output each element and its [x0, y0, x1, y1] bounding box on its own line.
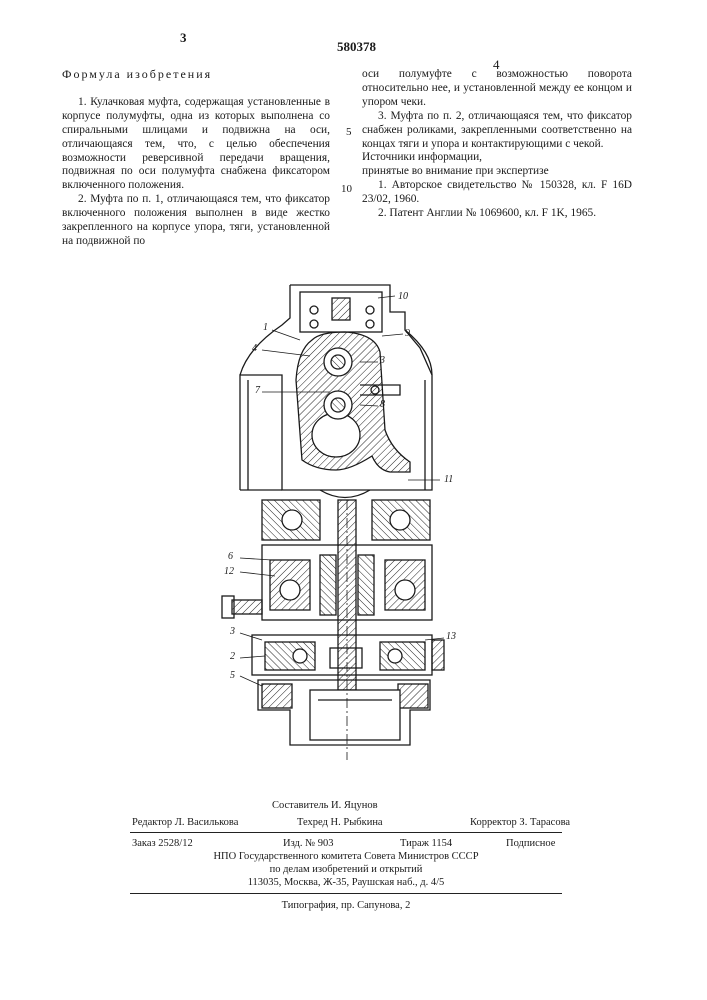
- callout-11: 11: [444, 474, 453, 485]
- techred-line: Техред Н. Рыбкина: [297, 816, 383, 829]
- subscription: Подписное: [506, 837, 555, 850]
- callout-12: 12: [224, 566, 234, 577]
- callout-10: 10: [398, 291, 408, 302]
- callout-1: 1: [263, 322, 268, 333]
- izd-number: Изд. № 903: [283, 837, 334, 850]
- callout-5: 5: [230, 670, 235, 681]
- editor-line: Редактор Л. Василькова: [132, 816, 238, 829]
- imprint-rule-1: [130, 832, 562, 833]
- typography-line: Типография, пр. Сапунова, 2: [130, 899, 562, 912]
- order-number: Заказ 2528/12: [132, 837, 193, 850]
- callout-8: 8: [380, 399, 385, 410]
- affairs-line: по делам изобретений и открытий: [130, 863, 562, 876]
- callout-3-top: 3: [380, 355, 385, 366]
- callout-7: 7: [255, 385, 260, 396]
- compiler-line: Составитель И. Яцунов: [272, 799, 378, 812]
- callout-6: 6: [228, 551, 233, 562]
- callout-9: 9: [405, 328, 410, 339]
- corrector-line: Корректор З. Тарасова: [470, 816, 570, 829]
- callout-13: 13: [446, 631, 456, 642]
- npo-line: НПО Государственного комитета Совета Мин…: [130, 850, 562, 863]
- print-run: Тираж 1154: [400, 837, 452, 850]
- address-line: 113035, Москва, Ж-35, Раушская наб., д. …: [130, 876, 562, 889]
- callout-2: 2: [230, 651, 235, 662]
- imprint-rule-2: [130, 893, 562, 894]
- callout-4: 4: [252, 343, 257, 354]
- callout-3-bottom: 3: [230, 626, 235, 637]
